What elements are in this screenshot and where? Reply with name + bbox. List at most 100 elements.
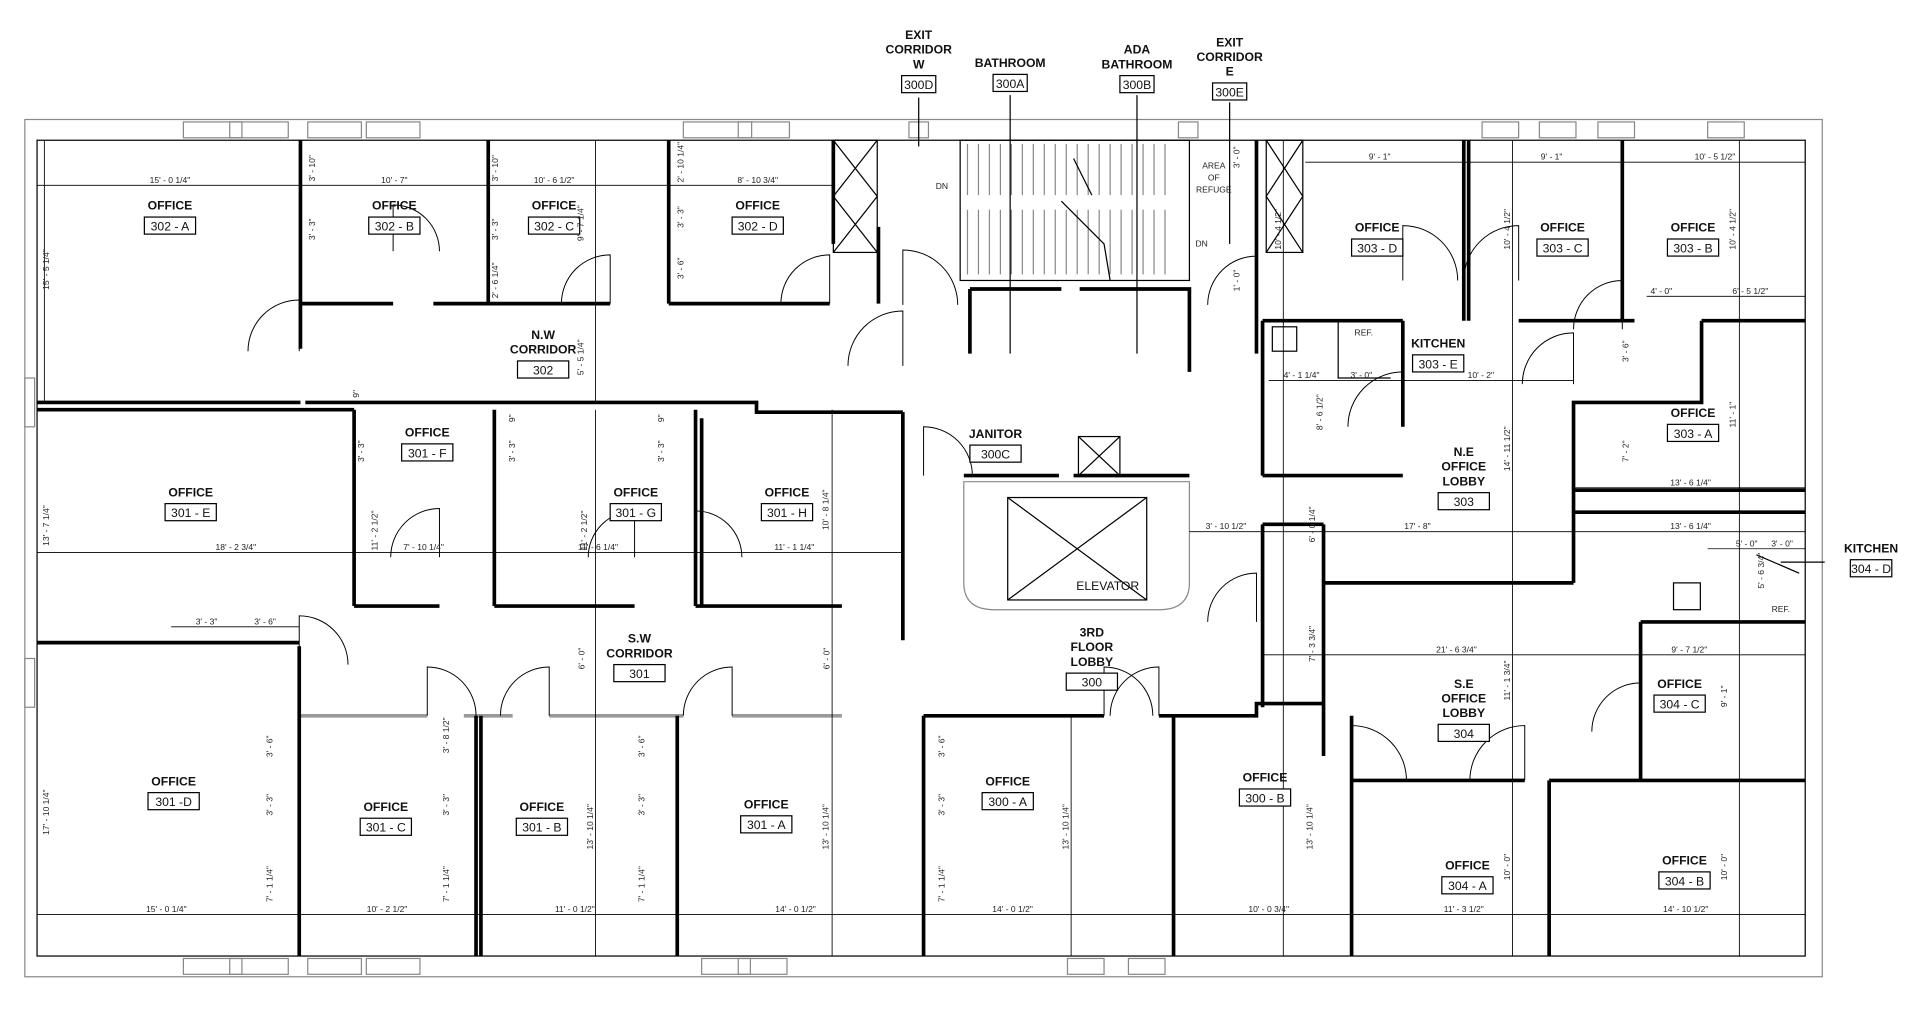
dimension-label: 3' - 3" [656,440,666,462]
room-304-name: S.E [1454,677,1474,691]
room-300b-number-box [1238,788,1292,807]
dimension-label: 10' - 6 1/2" [534,175,575,185]
area-of-refuge-label: REFUGE [1196,185,1232,195]
dimension-label: 3' - 8 1/2" [441,717,451,753]
dimension-label: 3' - 3" [490,218,500,240]
room-301h-name: OFFICE [765,485,810,499]
doors [247,204,1642,781]
dimension-label: 11' - 2 1/2" [579,510,589,550]
dimension-label: 11' - 3 1/2" [1444,904,1484,914]
window [365,121,421,139]
dimension-label: 15' - 0 1/4" [150,175,191,185]
window [737,121,791,139]
room-302d-number-box [731,216,784,235]
door-swing [1207,255,1257,305]
dimension-label: 15' - 0 1/4" [146,904,187,914]
room-301d-number-box [147,792,200,811]
dimension-label: 13' - 6 1/4" [1670,521,1711,531]
dimension-label: 3' - 0" [1771,538,1793,548]
dimension-label: 17' - 8" [1404,521,1430,531]
room-303d-number: 303 - D [1357,241,1397,255]
room-302b-name: OFFICE [372,199,417,213]
dimension-label: 13' - 10 1/4" [820,804,830,849]
room-301e-number-box [164,503,217,522]
room-303b-number-box [1666,238,1720,257]
door-swing [923,426,973,476]
callout-bathroom-number: 300A [996,77,1025,91]
room-303c-number: 303 - C [1543,241,1583,255]
callout-exit-corridor-w-number-box [901,74,937,94]
door-swing [426,666,477,716]
dimension-label: 7' - 2" [1620,440,1630,462]
door-swing [1463,225,1520,281]
room-301b-number: 301 - B [522,821,561,835]
callout-leaders [918,95,1825,563]
room-302b-number-box [368,216,421,235]
door-swing [392,204,440,252]
exterior-outline [24,118,1823,978]
dimension-label: 7' - 1 1/4" [936,866,946,902]
callout-exit-corridor-e-name: E [1226,65,1234,79]
dimension-label: 11' - 2 1/2" [369,510,379,550]
room-300-name: LOBBY [1071,655,1114,669]
dimension-label: 5' - 0" [1736,538,1758,548]
dimension-label: 15' - 5 1/4" [41,249,51,290]
window [1127,957,1166,975]
dimension-label: 10' - 0 3/4" [1248,904,1289,914]
dimension-label: 3' - 0" [1231,146,1241,168]
room-301-number-box [613,663,666,683]
room-302a-name: OFFICE [148,199,193,213]
window [229,957,289,975]
note-stair-down_1: DN [936,181,948,191]
dimension-label: 14' - 10 1/2" [1663,904,1708,914]
callout-bathroom-number-box [992,73,1028,93]
room-301-name: CORRIDOR [606,646,673,660]
room-303-name: LOBBY [1442,474,1485,488]
dimension-label: 3' - 6" [264,735,274,757]
dimension-label: 3' - 0" [1350,370,1372,380]
room-301g-name: OFFICE [613,485,658,499]
callout-ada-bathroom-number-box [1119,74,1155,94]
room-304a-name: OFFICE [1445,858,1490,872]
dimension-label: 10' - 5 1/2" [1695,152,1736,162]
room-301a-number-box [740,815,793,834]
shaft-left [832,139,878,254]
dimension-label: 14' - 11 1/2" [1502,426,1512,471]
dimension-label: 11' - 1 3/4" [1502,660,1512,700]
dimension-label: 13' - 10 1/4" [1305,804,1315,849]
room-302a-number-box [143,216,197,235]
dimension-label: 9' - 7 1/4" [575,205,585,241]
dimension-label: 6' - 0" [822,648,832,670]
room-302b-number: 302 - B [375,219,414,233]
dimension-label: 4' - 1 1/4" [1284,370,1320,380]
door-swing [1573,279,1623,330]
room-301d-name: OFFICE [151,774,196,788]
window [1707,121,1745,139]
window [1177,121,1199,139]
room-302-name: N.W [531,328,555,342]
dimension-label: 3' - 3" [356,440,366,462]
dimension-label: 3' - 10" [307,155,317,181]
area-of-refuge-label: OF [1208,172,1220,182]
callout-exit-corridor-w-name: EXIT [905,28,933,42]
window [24,377,36,428]
window [1066,957,1105,975]
door-swing [695,510,743,558]
callout-exit-corridor-w-name: CORRIDOR [886,43,953,57]
door-swing [1521,332,1575,385]
door-swing [902,249,959,305]
dimension-label: 13' - 6 1/4" [1670,477,1711,487]
callout-ada-bathroom-number: 300B [1123,78,1151,92]
room-302d-name: OFFICE [735,199,780,213]
room-303-number: 303 [1454,495,1475,509]
room-304-name: OFFICE [1441,691,1486,705]
callout-exit-corridor-e-name: EXIT [1216,35,1244,49]
